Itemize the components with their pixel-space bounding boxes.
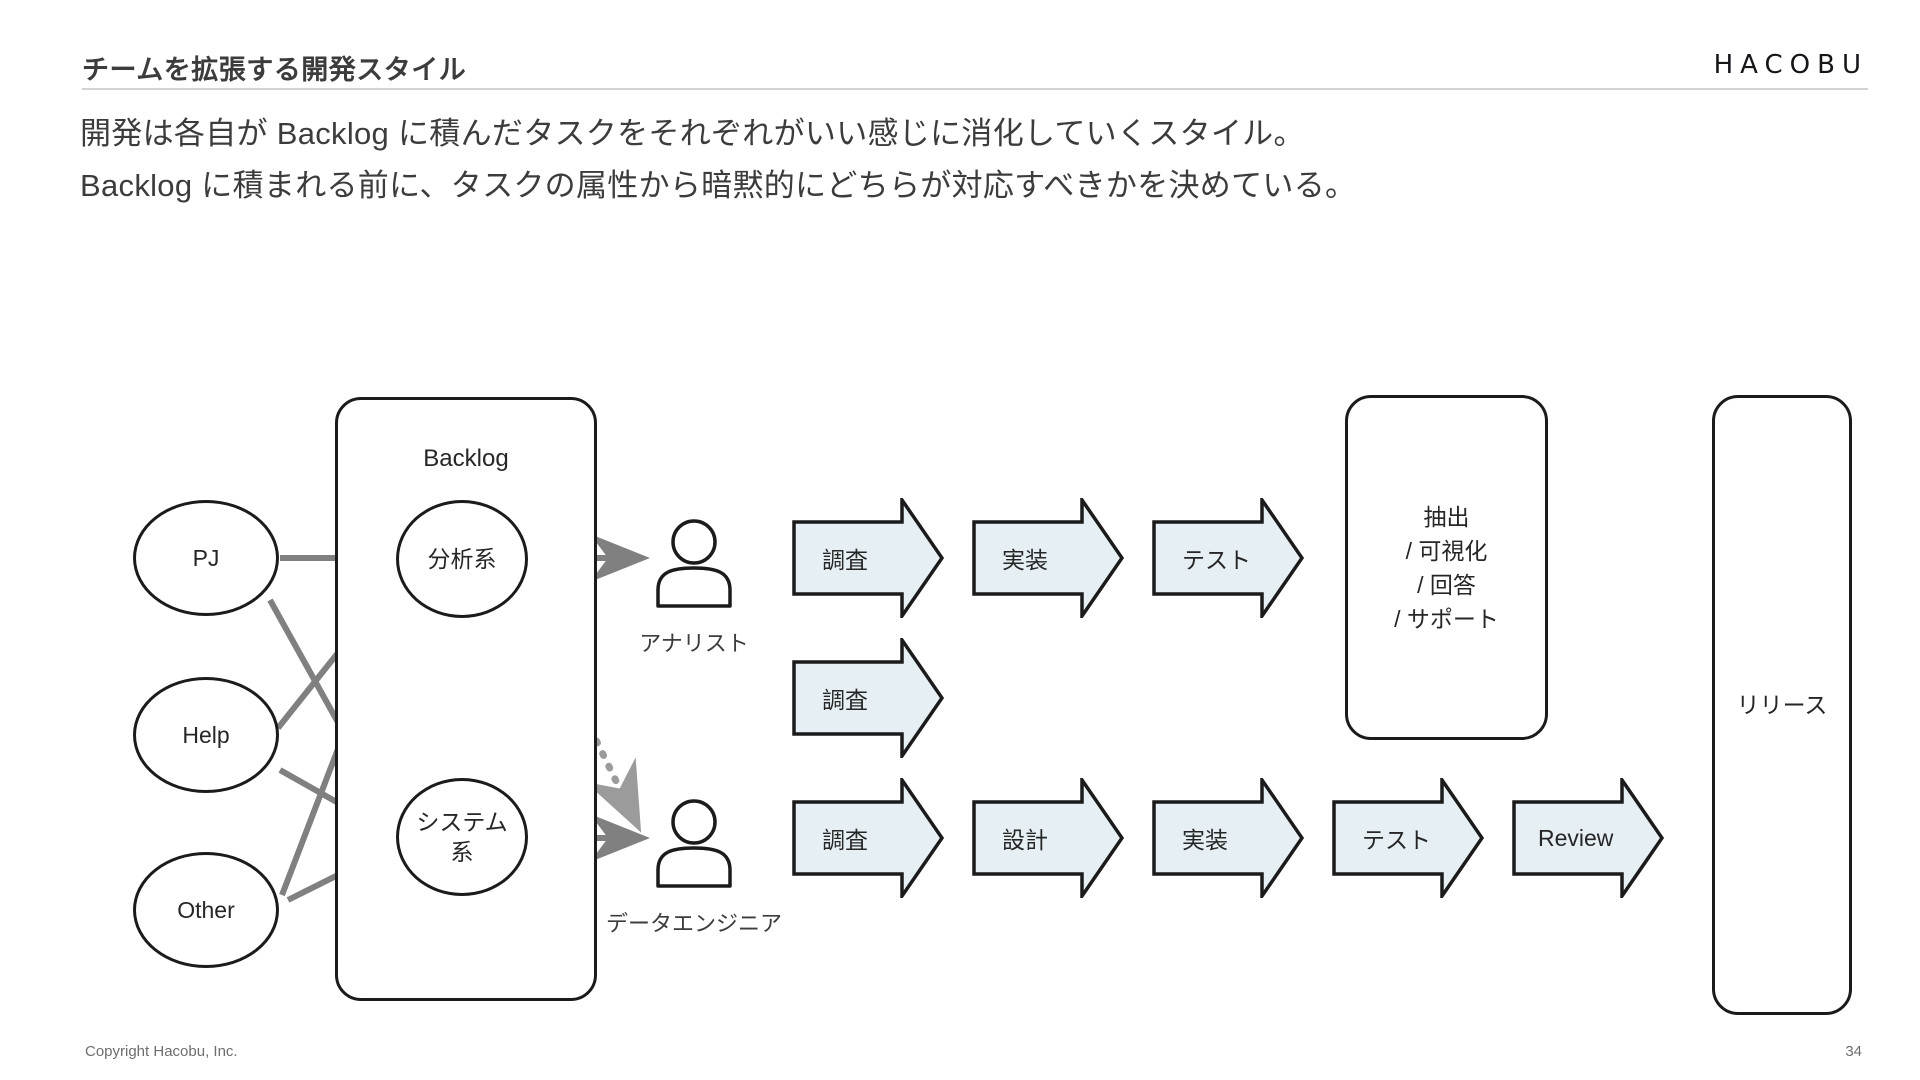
analyst-output-panel [1345, 395, 1548, 740]
backlog-queue-system[interactable]: システム 系 [396, 778, 528, 896]
lead-line-2: Backlog に積まれる前に、タスクの属性から暗黙的にどちらが対応すべきかを決… [80, 168, 1357, 203]
backlog-container [335, 397, 597, 1001]
release-panel [1712, 395, 1852, 1015]
pipeline-step-label: 実装 [1002, 547, 1048, 573]
release-panel-text: リリース [1736, 692, 1828, 718]
pipeline-step-label: テスト [1362, 827, 1431, 853]
footer-page-number: 34 [1845, 1043, 1862, 1060]
hacobu-logo: HACOBU [1713, 50, 1868, 80]
source-node-label: Help [182, 722, 230, 748]
pipeline-step-chevron[interactable]: 調査 [792, 498, 974, 618]
pipeline-step-chevron[interactable]: 設計 [972, 778, 1154, 898]
pipeline-step-label: テスト [1182, 547, 1251, 573]
pipeline-step-chevron[interactable]: 調査 [792, 638, 974, 758]
source-node-help[interactable]: Help [133, 677, 279, 793]
source-node-pj[interactable]: PJ [133, 500, 279, 616]
pipeline-step-label: 調査 [822, 827, 868, 853]
pipeline-step-label: 実装 [1182, 827, 1228, 853]
backlog-queue-analysis[interactable]: 分析系 [396, 500, 528, 618]
data-engineer-caption: データエンジニア [605, 911, 782, 936]
backlog-queue-label: 分析系 [427, 546, 497, 572]
source-node-other[interactable]: Other [133, 852, 279, 968]
pipeline-step-label: 設計 [1002, 827, 1048, 853]
pipeline-step-chevron[interactable]: 実装 [972, 498, 1154, 618]
header-divider [82, 88, 1868, 90]
pipeline-step-label: 調査 [822, 547, 868, 573]
pipeline-step-chevron[interactable]: テスト [1152, 498, 1334, 618]
pipeline-step-label: Review [1538, 824, 1614, 851]
analyst-person-icon [650, 518, 738, 613]
backlog-queue-label: システム 系 [416, 809, 508, 865]
page-title: チームを拡張する開発スタイル [82, 55, 467, 85]
lead-paragraph: 開発は各自が Backlog に積んだタスクをそれぞれがいい感じに消化していくス… [80, 108, 1780, 212]
backlog-label: Backlog [423, 445, 509, 472]
source-node-label: PJ [192, 545, 220, 571]
pipeline-step-chevron[interactable]: テスト [1332, 778, 1514, 898]
slide-header: チームを拡張する開発スタイル HACOBU [0, 0, 1920, 92]
footer-copyright: Copyright Hacobu, Inc. [85, 1043, 238, 1060]
pipeline-step-chevron[interactable]: 実装 [1152, 778, 1334, 898]
pipeline-step-chevron[interactable]: Review [1512, 778, 1690, 898]
lead-line-1: 開発は各自が Backlog に積んだタスクをそれぞれがいい感じに消化していくス… [80, 116, 1305, 151]
source-node-label: Other [177, 897, 235, 923]
analyst-caption: アナリスト [639, 631, 749, 656]
data-engineer-person-icon [650, 798, 738, 893]
pipeline-step-chevron[interactable]: 調査 [792, 778, 974, 898]
pipeline-step-label: 調査 [822, 687, 868, 713]
analyst-output-text: 抽出 / 可視化 / 回答 / サポート [1394, 504, 1499, 632]
